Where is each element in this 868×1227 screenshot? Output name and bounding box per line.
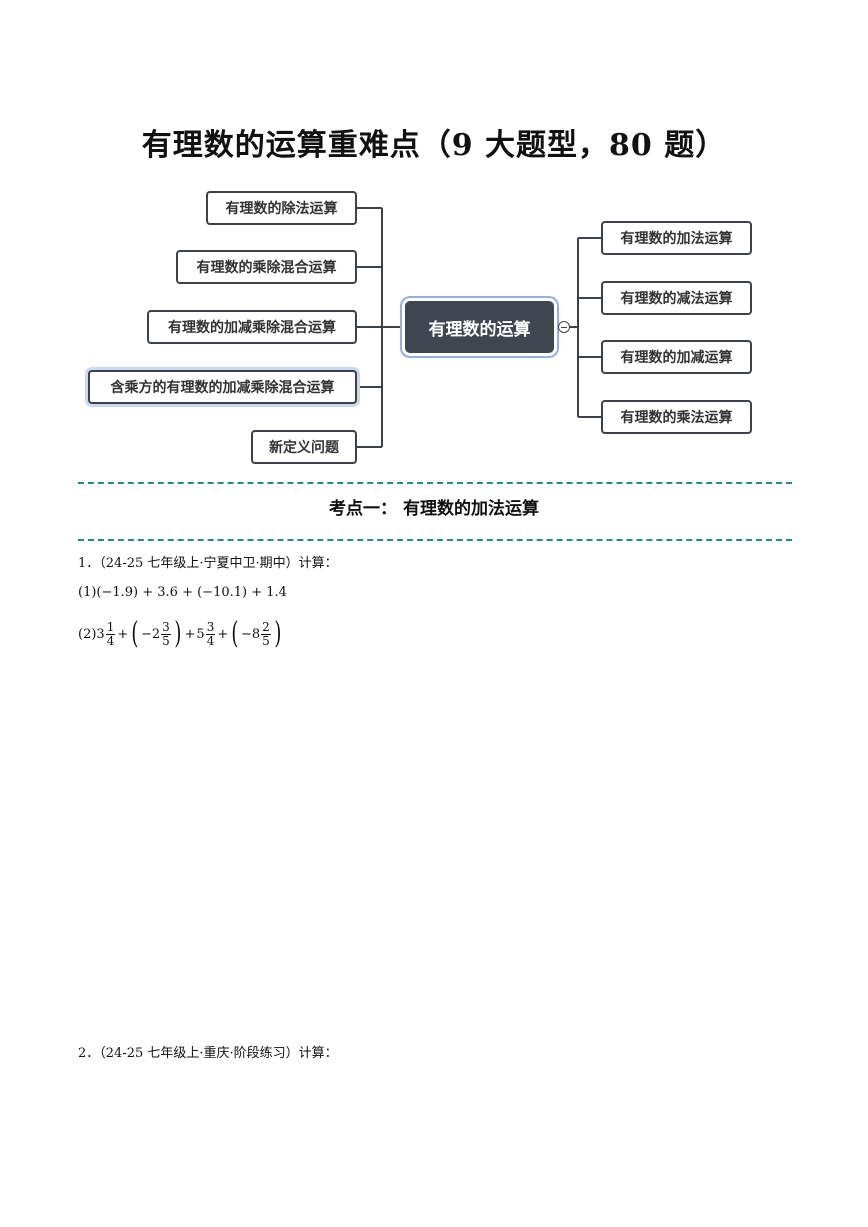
node-subtraction[interactable]: 有理数的减法运算 <box>601 281 752 315</box>
node-mul-div-mixed[interactable]: 有理数的乘除混合运算 <box>176 250 357 284</box>
collapse-icon[interactable] <box>558 321 570 333</box>
section-heading: 考点一： 有理数的加法运算 <box>329 499 539 519</box>
node-multiplication[interactable]: 有理数的乘法运算 <box>601 400 752 434</box>
question-2-header: 2．（24-25 七年级上·重庆·阶段练习）计算： <box>78 1046 338 1061</box>
node-addition[interactable]: 有理数的加法运算 <box>601 221 752 255</box>
term-1-fraction: 1 4 <box>105 619 116 648</box>
term-4-fraction: 2 5 <box>261 619 271 648</box>
term-4-whole: −8 <box>240 626 261 642</box>
mind-map-connectors <box>357 207 603 448</box>
page-title: 有理数的运算重难点（9 大题型，80 题） <box>141 128 727 163</box>
node-add-sub[interactable]: 有理数的加减运算 <box>601 340 752 374</box>
paren-close: ) <box>174 616 182 651</box>
section-divider-bottom <box>78 539 792 541</box>
node-new-definition[interactable]: 新定义问题 <box>251 430 357 464</box>
question-1-header: 1．（24-25 七年级上·宁夏中卫·期中）计算： <box>78 556 338 571</box>
paren-close: ) <box>274 616 282 651</box>
term-1-whole: 3 <box>96 626 105 642</box>
term-2-whole: −2 <box>140 626 161 642</box>
question-1-part-1: (1)(−1.9) + 3.6 + (−10.1) + 1.4 <box>78 585 287 600</box>
section-divider-top <box>78 482 792 484</box>
node-division[interactable]: 有理数的除法运算 <box>206 191 357 225</box>
paren-open: ( <box>231 616 239 651</box>
term-2-fraction: 3 5 <box>161 619 171 648</box>
mind-map: 有理数的除法运算 有理数的乘除混合运算 有理数的加减乘除混合运算 含乘方的有理数… <box>0 180 868 480</box>
center-node[interactable]: 有理数的运算 <box>405 301 554 353</box>
node-power-mixed[interactable]: 含乘方的有理数的加减乘除混合运算 <box>88 370 357 404</box>
node-four-ops-mixed[interactable]: 有理数的加减乘除混合运算 <box>147 310 357 344</box>
term-3-fraction: 3 4 <box>205 619 216 648</box>
question-1-part-2: (2) 3 1 4 + ( −2 3 5 ) + 5 3 4 + ( −8 2 … <box>78 616 282 651</box>
paren-open: ( <box>131 616 139 651</box>
term-3-whole: 5 <box>196 626 205 642</box>
part-label: (2) <box>78 626 97 642</box>
